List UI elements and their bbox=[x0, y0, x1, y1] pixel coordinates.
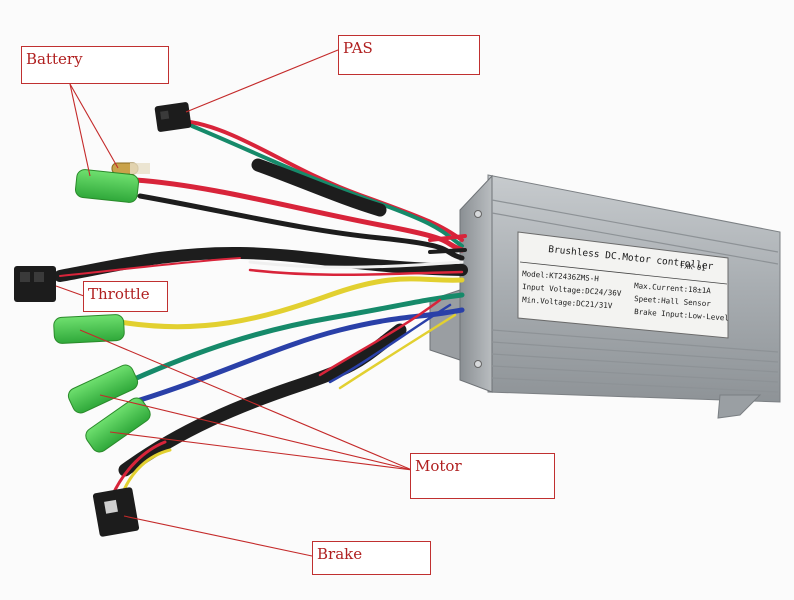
throttle-connector bbox=[14, 266, 56, 302]
brake-label: Brake bbox=[312, 541, 431, 575]
pas-label: PAS bbox=[338, 35, 480, 75]
callout-lines bbox=[55, 49, 413, 557]
throttle-label: Throttle bbox=[83, 281, 168, 312]
pas-connector bbox=[154, 102, 192, 132]
motor-green-connector-1 bbox=[53, 314, 125, 344]
battery-green-connector bbox=[74, 169, 140, 203]
motor-label: Motor bbox=[410, 453, 555, 499]
battery-bullet-connector bbox=[111, 162, 150, 175]
brake-connector bbox=[92, 487, 140, 537]
spec-sticker: Brushless DC.Motor controller FXK 01 Mod… bbox=[517, 231, 729, 339]
motor-green-connector-2 bbox=[67, 364, 139, 414]
sticker-code: FXK 01 bbox=[680, 262, 706, 273]
battery-label: Battery bbox=[21, 46, 169, 84]
wire-harness bbox=[54, 120, 468, 502]
